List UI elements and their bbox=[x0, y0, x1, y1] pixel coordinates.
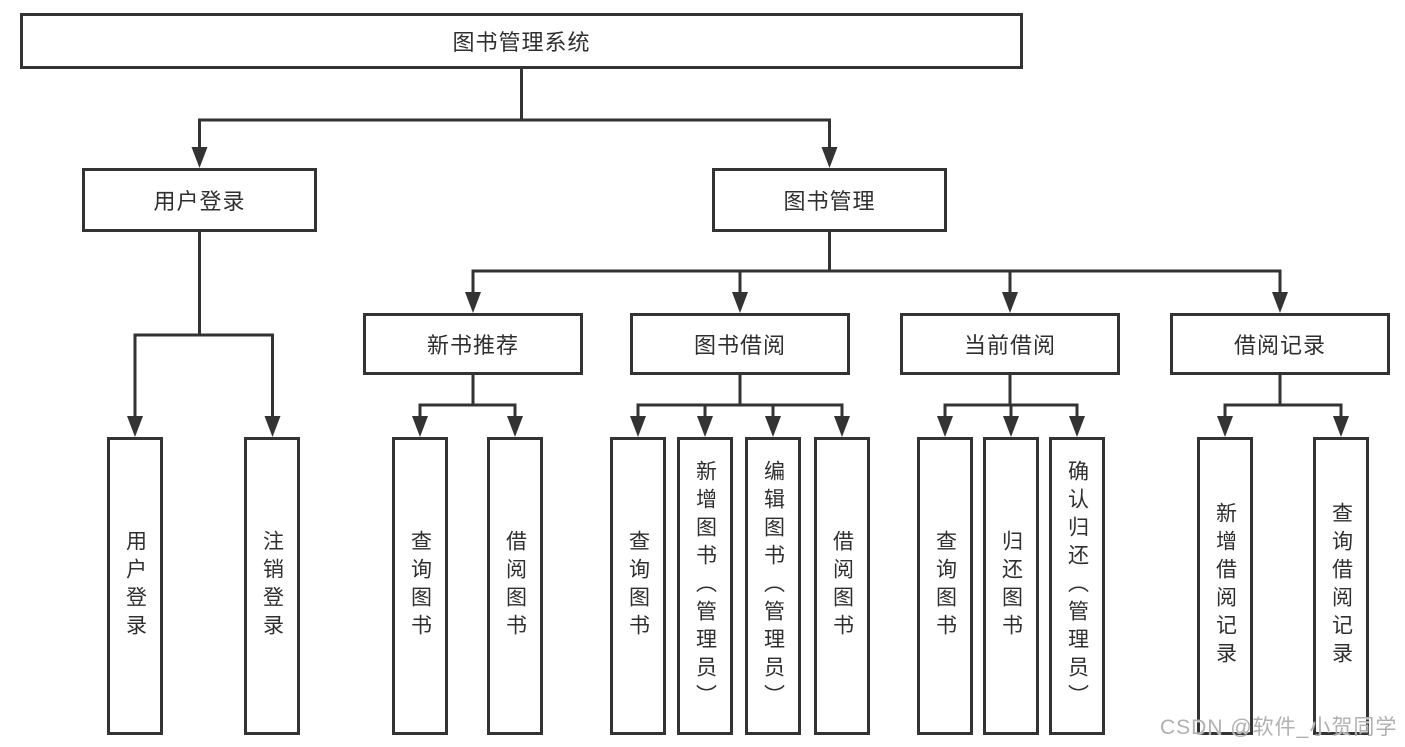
node-current-borrow: 当前借阅 bbox=[900, 313, 1120, 375]
leaf-confirm-return-admin: 确认归还（管理员） bbox=[1049, 437, 1105, 735]
leaf-user-login: 用户登录 bbox=[107, 437, 163, 735]
node-root: 图书管理系统 bbox=[20, 13, 1023, 69]
node-current-borrow-label: 当前借阅 bbox=[963, 333, 1056, 358]
node-user-login-label: 用户登录 bbox=[153, 189, 246, 214]
csdn-watermark: CSDN @软件_小贺同学 bbox=[1160, 716, 1398, 739]
leaf-query-borrow-record: 查询借阅记录 bbox=[1313, 437, 1369, 735]
node-new-book-recommend: 新书推荐 bbox=[363, 313, 583, 375]
leaf-return-books: 归还图书 bbox=[983, 437, 1039, 735]
leaf-borrow-books-recommend: 借阅图书 bbox=[487, 437, 543, 735]
leaf-logout: 注销登录 bbox=[244, 437, 300, 735]
leaf-add-books-admin: 新增图书（管理员） bbox=[677, 437, 733, 735]
leaf-edit-books-admin: 编辑图书（管理员） bbox=[745, 437, 801, 735]
leaf-borrow-books: 借阅图书 bbox=[814, 437, 870, 735]
node-book-management: 图书管理 bbox=[712, 168, 947, 232]
leaf-query-books-current: 查询图书 bbox=[917, 437, 973, 735]
node-book-borrow: 图书借阅 bbox=[630, 313, 850, 375]
node-book-borrow-label: 图书借阅 bbox=[693, 333, 786, 358]
leaf-query-books-recommend: 查询图书 bbox=[392, 437, 448, 735]
leaf-query-books-borrow: 查询图书 bbox=[610, 437, 666, 735]
node-borrow-record: 借阅记录 bbox=[1170, 313, 1390, 375]
node-new-book-recommend-label: 新书推荐 bbox=[426, 333, 519, 358]
node-borrow-record-label: 借阅记录 bbox=[1233, 333, 1326, 358]
leaf-add-borrow-record: 新增借阅记录 bbox=[1197, 437, 1253, 735]
node-root-label: 图书管理系统 bbox=[452, 30, 591, 55]
node-book-management-label: 图书管理 bbox=[783, 189, 876, 214]
node-user-login: 用户登录 bbox=[82, 168, 317, 232]
